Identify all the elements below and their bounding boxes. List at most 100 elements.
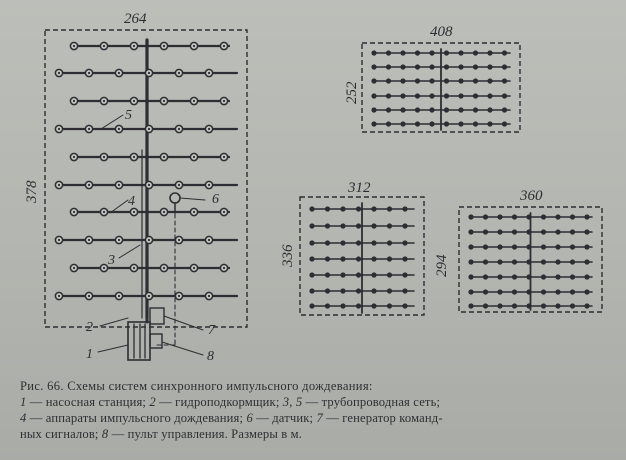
- sprinkler-center: [57, 127, 61, 131]
- top-right-sprinkler-node: [400, 50, 406, 56]
- pump-station-1: [127, 321, 151, 361]
- mid-sprinkler-node: [371, 240, 377, 246]
- mid-sprinkler-node: [324, 272, 331, 278]
- callout-2: 2: [86, 320, 93, 335]
- right-sprinkler-node: [468, 259, 474, 265]
- right-sprinkler-node: [555, 244, 561, 250]
- mid-sprinkler-node: [386, 240, 393, 246]
- top-right-sprinkler-node: [414, 121, 421, 127]
- top-right-sprinkler-node: [443, 121, 450, 127]
- right-sprinkler-node: [540, 274, 547, 280]
- callout-4-leader: [109, 199, 129, 214]
- mid-sprinkler-node: [340, 256, 346, 262]
- right-sprinkler-node: [540, 214, 547, 220]
- mid-sprinkler-node: [386, 272, 393, 278]
- mid-sprinkler-node: [340, 288, 346, 294]
- top-right-sprinkler-node: [371, 50, 377, 56]
- top-right-sprinkler-node: [472, 93, 479, 99]
- right-sprinkler-node: [497, 274, 503, 280]
- legend-text: — гидроподкормщик;: [155, 395, 283, 409]
- top-right-sprinkler-node: [385, 78, 392, 84]
- mid-sprinkler-node: [309, 223, 315, 229]
- callout-1-leader: [97, 344, 129, 353]
- right-sprinkler-node: [569, 289, 576, 295]
- top-right-sprinkler-node: [371, 93, 377, 99]
- mid-sprinkler-node: [402, 288, 408, 294]
- mid-sprinkler-node: [371, 223, 377, 229]
- sprinkler-center: [132, 99, 136, 103]
- sprinkler-center: [117, 183, 121, 187]
- mid-sprinkler-node: [386, 223, 393, 229]
- top-right-sprinkler-node: [371, 107, 377, 113]
- sprinkler-center: [87, 71, 91, 75]
- sensor-6: [169, 192, 181, 204]
- main-boundary: [44, 29, 248, 328]
- sprinkler-center: [87, 127, 91, 131]
- sprinkler-center: [147, 238, 151, 242]
- right-height-label: 294: [434, 254, 450, 277]
- right-sprinkler-node: [497, 229, 503, 235]
- sprinkler-center: [72, 44, 76, 48]
- right-sprinkler-node: [569, 229, 576, 235]
- callout-8: 8: [207, 349, 214, 364]
- top-right-sprinkler-node: [400, 107, 406, 113]
- right-sprinkler-node: [511, 303, 518, 309]
- sprinkler-center: [102, 266, 106, 270]
- right-sprinkler-node: [569, 244, 576, 250]
- sprinkler-center: [222, 266, 226, 270]
- top-right-sprinkler-node: [458, 107, 464, 113]
- right-sprinkler-node: [497, 214, 503, 220]
- right-sprinkler-node: [497, 303, 503, 309]
- right-sprinkler-node: [555, 303, 561, 309]
- top-right-sprinkler-node: [458, 78, 464, 84]
- mid-sprinkler-node: [309, 256, 315, 262]
- mid-sprinkler-node: [324, 223, 331, 229]
- right-sprinkler-node: [540, 289, 547, 295]
- right-sprinkler-node: [569, 274, 576, 280]
- sprinkler-center: [87, 183, 91, 187]
- top-right-sprinkler-node: [443, 50, 450, 56]
- main-height-label: 378: [24, 180, 40, 204]
- right-sprinkler-node: [526, 214, 532, 220]
- top-right-sprinkler-node: [487, 64, 493, 70]
- top-right-sprinkler-node: [458, 93, 464, 99]
- right-sprinkler-node: [482, 214, 489, 220]
- figure-labels: 264 378 408 252 312 336 360 294 1 2 3 4 …: [24, 11, 543, 364]
- legend-number: 2: [149, 395, 156, 409]
- callout-5: 5: [125, 108, 132, 123]
- legend-text: — насосная станция;: [26, 395, 150, 409]
- mid-sprinkler-node: [355, 223, 362, 229]
- mid-sprinkler-node: [402, 256, 408, 262]
- top-right-sprinkler-node: [472, 78, 479, 84]
- sprinkler-center: [207, 127, 211, 131]
- callout-5-leader: [100, 114, 124, 130]
- top-right-sprinkler-node: [385, 107, 392, 113]
- right-sprinkler-node: [526, 229, 532, 235]
- mid-sprinkler-node: [355, 272, 362, 278]
- right-sprinkler-node: [511, 229, 518, 235]
- sprinkler-center: [177, 238, 181, 242]
- figure-caption: Рис. 66. Схемы систем синхронного импуль…: [20, 378, 620, 442]
- sprinkler-center: [132, 266, 136, 270]
- mid-sprinkler-node: [324, 288, 331, 294]
- top-right-sprinkler-node: [385, 121, 392, 127]
- sprinkler-center: [147, 183, 151, 187]
- right-sprinkler-node: [584, 244, 590, 250]
- sprinkler-center: [87, 294, 91, 298]
- top-right-sprinkler-node: [385, 93, 392, 99]
- right-sprinkler-node: [482, 303, 489, 309]
- top-right-sprinkler-node: [414, 107, 421, 113]
- main-width-label: 264: [124, 11, 147, 27]
- top-right-sprinkler-node: [472, 121, 479, 127]
- top-right-sprinkler-node: [501, 50, 508, 56]
- mid-sprinkler-node: [324, 206, 331, 212]
- mid-sprinkler-node: [371, 206, 377, 212]
- right-sprinkler-node: [555, 289, 561, 295]
- sprinkler-center: [72, 210, 76, 214]
- sprinkler-center: [87, 238, 91, 242]
- callout-3: 3: [107, 253, 115, 268]
- sprinkler-center: [177, 127, 181, 131]
- mid-sprinkler-node: [371, 303, 377, 309]
- right-sprinkler-node: [468, 303, 474, 309]
- mid-sprinkler-node: [355, 206, 362, 212]
